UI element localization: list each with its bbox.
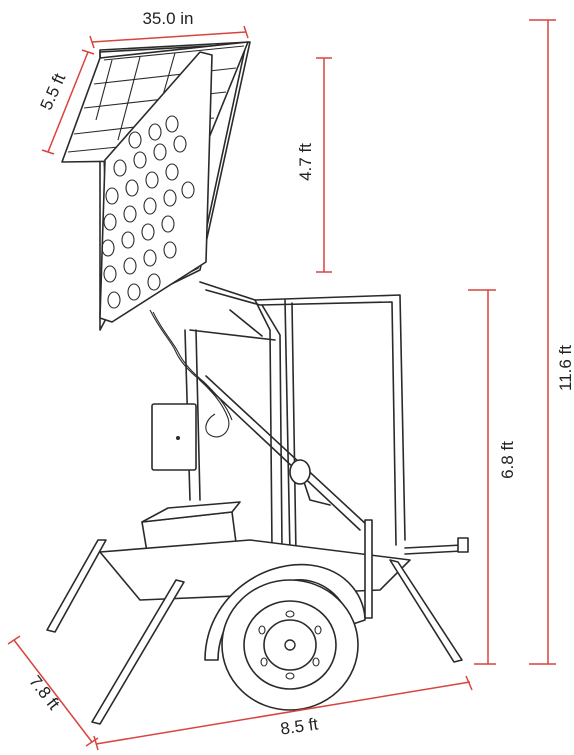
overall-height-label: 11.6 ft bbox=[556, 345, 574, 391]
panel-height-dimension-line bbox=[47, 51, 89, 153]
wheel bbox=[221, 579, 359, 711]
panel-height-label: 5.5 ft bbox=[37, 70, 70, 113]
trailer-length-label: 8.5 ft bbox=[279, 714, 319, 738]
coiled-cable bbox=[149, 309, 233, 438]
panel-width-label: 35.0 in bbox=[142, 9, 193, 28]
arrow-board-panel bbox=[61, 41, 251, 331]
trailer-width-label: 7.8 ft bbox=[25, 672, 63, 714]
frame-height-label: 6.8 ft bbox=[498, 441, 517, 479]
trailer-frame bbox=[184, 281, 406, 556]
dimension-lines bbox=[7, 19, 556, 751]
trailer-length-dimension-line bbox=[95, 681, 471, 745]
trailer-illustration bbox=[46, 41, 469, 725]
panel-raise-label: 4.7 ft bbox=[296, 143, 315, 181]
trailer-width-dimension-line bbox=[13, 639, 93, 743]
control-box bbox=[151, 403, 197, 471]
panel-width-dimension-line bbox=[91, 31, 247, 43]
stabilizer-legs bbox=[46, 519, 463, 725]
